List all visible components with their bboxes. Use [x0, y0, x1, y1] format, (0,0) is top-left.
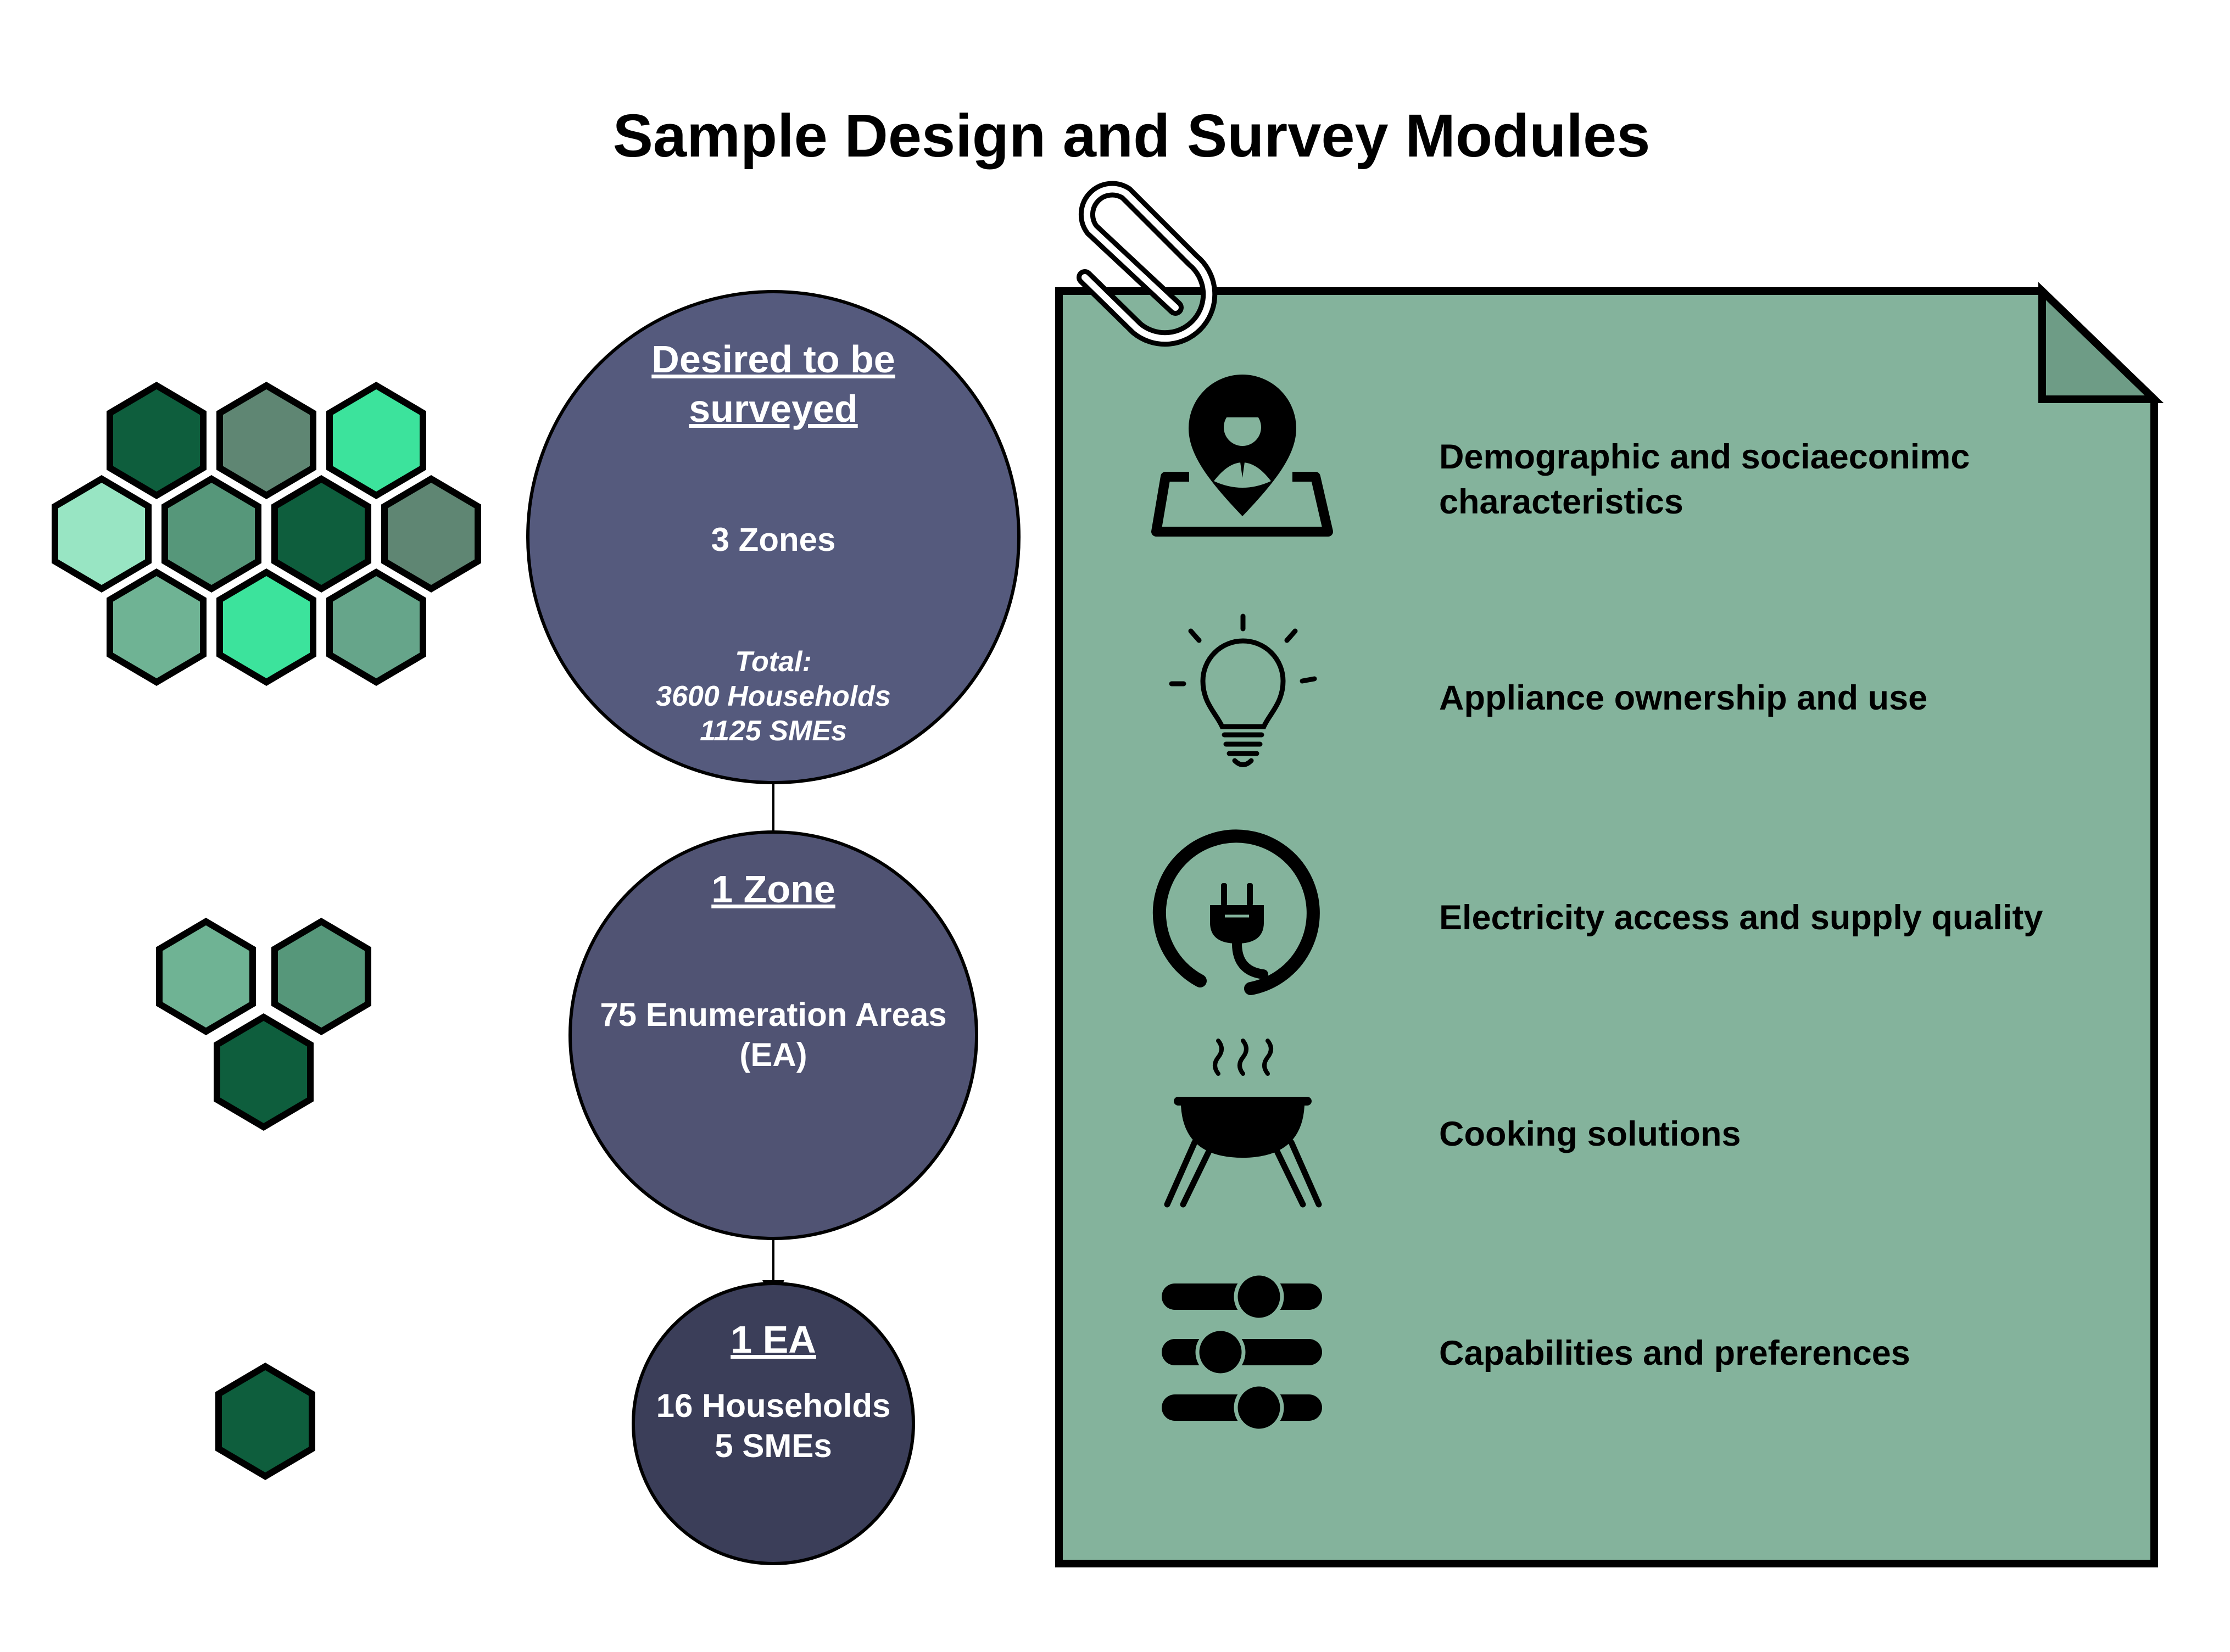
circle2-heading: 1 Zone — [711, 868, 835, 911]
hex-ea — [215, 1363, 315, 1480]
circle-desired-surveyed — [526, 290, 1021, 784]
circle1-total-label: Total: — [735, 646, 812, 678]
circle2-body-line2: (EA) — [739, 1036, 807, 1073]
circle2-body-line1: 75 Enumeration Areas — [600, 996, 946, 1033]
circle-one-ea — [632, 1282, 915, 1565]
page-title: Sample Design and Survey Modules — [613, 102, 1651, 170]
module-5-label: Capabilities and preferences — [1439, 1334, 1910, 1372]
circle3-body-line1: 16 Households — [656, 1387, 891, 1424]
module-1-label-line2: characteristics — [1439, 483, 1683, 521]
module-1-label-line1: Demographic and sociaeconimc — [1439, 438, 1970, 476]
hex-zone-1 — [107, 382, 207, 499]
panel-body — [1055, 287, 2158, 1567]
light-bulb-icon — [1169, 613, 1317, 767]
hex-zone-9 — [216, 568, 316, 686]
hex-zone-8 — [107, 568, 207, 686]
module-4-label: Cooking solutions — [1439, 1115, 1741, 1153]
grill-icon — [1164, 1039, 1322, 1208]
hex-zone-3 — [326, 382, 426, 499]
panel-folded-corner — [2038, 282, 2164, 403]
hex-zone-6 — [271, 475, 371, 593]
zone-hex-cluster — [156, 918, 371, 1131]
circle1-body: 3 Zones — [711, 521, 836, 558]
circle1-total-households: 3600 Households — [656, 680, 891, 712]
hex-zone-10 — [326, 568, 426, 686]
circle1-heading-line1: Desired to be — [651, 338, 895, 381]
survey-modules-panel — [1055, 282, 2164, 1567]
hex-zone-2 — [216, 382, 316, 499]
hex-zone-5 — [161, 475, 261, 593]
hex-area-1 — [156, 918, 256, 1035]
circle3-heading: 1 EA — [731, 1318, 816, 1361]
paperclip-icon — [1077, 181, 1218, 347]
person-location-icon — [1151, 375, 1333, 537]
sliders-icon — [1162, 1271, 1322, 1433]
zones-hex-cluster — [52, 382, 481, 686]
hex-area-2 — [271, 918, 371, 1035]
circle1-heading-line2: surveyed — [689, 387, 857, 430]
circle-one-zone — [568, 830, 978, 1240]
module-2-label: Appliance ownership and use — [1439, 679, 1927, 717]
module-3-label: Electricity access and supply quality — [1439, 898, 2043, 937]
circle3-body-line2: 5 SMEs — [715, 1427, 832, 1464]
hex-area-3 — [214, 1013, 314, 1131]
ea-hex-cluster — [215, 1363, 315, 1480]
hex-zone-7 — [381, 475, 481, 593]
hex-zone-4 — [52, 475, 152, 593]
circle1-total-smes: 1125 SMEs — [700, 715, 847, 747]
power-plug-icon — [1152, 829, 1320, 995]
